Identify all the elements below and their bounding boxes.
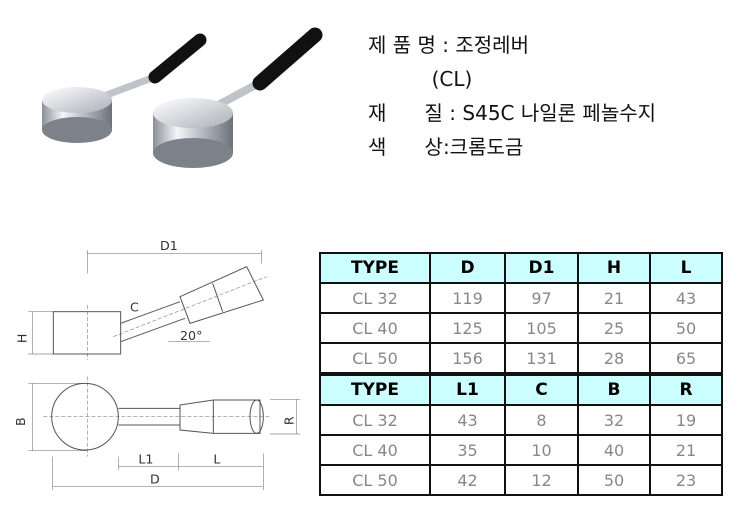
product-code: (CL) [368,67,473,91]
cell: 21 [577,282,651,314]
cell: 21 [649,434,723,466]
header-cell: H [577,252,651,284]
product-color: 색 상:크롬도금 [368,135,524,159]
table-header-row: TYPE L1 C B R [319,372,723,406]
product-photo [42,27,323,168]
table-header-row: TYPE D D1 H L [319,252,723,284]
cell: 23 [649,464,723,496]
cell: 156 [429,342,506,375]
label-angle: 20° [180,328,202,343]
cell: 131 [504,342,579,375]
lever-large [153,27,323,168]
cell: 50 [577,464,651,496]
cell: 28 [577,342,651,375]
cell: 43 [649,282,723,314]
lever-small [42,33,207,143]
label-d1: D1 [160,238,178,253]
cell: 12 [504,464,579,496]
cell: CL 50 [319,342,431,375]
label-c: C [130,300,139,315]
cell: 42 [429,464,506,496]
label-d: D [150,471,160,486]
technical-drawing: D1 C H 20° B R L1 L D [13,238,300,490]
product-specs: 제 품 명 : 조정레버 (CL) 재 질 : S45C 나일론 페놀수지 색 … [368,28,656,164]
cell: 32 [577,404,651,436]
cell: CL 40 [319,312,431,344]
label-l1: L1 [138,451,153,466]
label-l: L [213,451,220,466]
cell: 50 [649,312,723,344]
header-cell: L1 [429,372,506,406]
header-cell: D1 [504,252,579,284]
cell: 97 [504,282,579,314]
header-cell: C [504,372,579,406]
product-material: 재 질 : S45C 나일론 페놀수지 [368,101,657,125]
cell: CL 32 [319,404,431,436]
label-b: B [13,417,28,426]
label-h: H [15,334,30,344]
cell: 35 [429,434,506,466]
header-cell: B [577,372,651,406]
header-cell: R [649,372,723,406]
header-cell: TYPE [319,372,431,406]
cell: 105 [504,312,579,344]
cell: 8 [504,404,579,436]
cell: 10 [504,434,579,466]
cell: 43 [429,404,506,436]
header-cell: TYPE [319,252,431,284]
cell: 40 [577,434,651,466]
cell: 125 [429,312,506,344]
cell: 19 [649,404,723,436]
cell: CL 50 [319,464,431,496]
product-name: 제 품 명 : 조정레버 [368,33,529,57]
cell: CL 40 [319,434,431,466]
cell: CL 32 [319,282,431,314]
header-cell: L [649,252,723,284]
cell: 65 [649,342,723,375]
label-r: R [281,416,296,425]
cell: 119 [429,282,506,314]
header-cell: D [429,252,506,284]
cell: 25 [577,312,651,344]
